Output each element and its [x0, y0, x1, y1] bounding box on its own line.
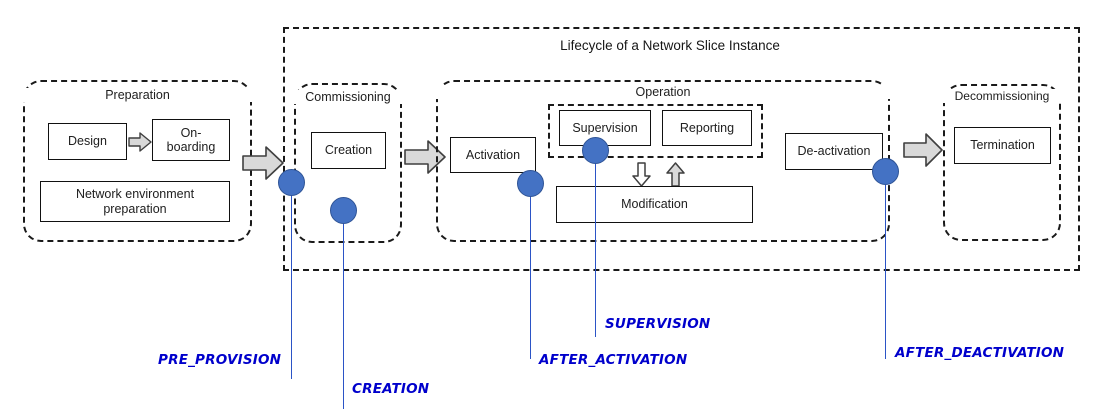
marker-dot-supervision[interactable] — [582, 137, 609, 164]
leader-line-creation — [343, 210, 345, 409]
phase-title-commissioning: Commissioning — [292, 90, 404, 104]
marker-dot-after-activation[interactable] — [517, 170, 544, 197]
arrow-right-icon-design-to-onboarding — [128, 131, 152, 153]
task-box-creation[interactable]: Creation — [311, 132, 386, 169]
leader-line-after-activation — [530, 184, 532, 359]
phase-title-operation: Operation — [436, 85, 890, 99]
hook-label-after-deactivation: AFTER_DEACTIVATION — [895, 345, 1065, 361]
subgroup-supervision-reporting — [548, 104, 763, 158]
lifecycle-frame — [283, 27, 1080, 271]
arrow-up-icon-modification-to-operation — [666, 162, 685, 187]
marker-dot-after-deactivation[interactable] — [872, 158, 899, 185]
phase-box-decommissioning — [943, 84, 1061, 241]
leader-line-after-deactivation — [885, 172, 887, 359]
task-box-design[interactable]: Design — [48, 123, 127, 160]
task-box-termination[interactable]: Termination — [954, 127, 1051, 164]
phase-box-commissioning — [294, 83, 402, 243]
hook-label-pre-provision: PRE_PROVISION — [158, 352, 282, 368]
arrow-right-icon-preparation-to-commissioning — [242, 144, 284, 182]
hook-label-after-activation: AFTER_ACTIVATION — [539, 352, 688, 368]
task-box-network-environment-preparation[interactable]: Network environment preparation — [40, 181, 230, 222]
task-box-activation[interactable]: Activation — [450, 137, 536, 173]
task-box-de-activation[interactable]: De-activation — [785, 133, 883, 170]
arrow-down-icon-operation-to-modification — [632, 162, 651, 187]
task-box-reporting[interactable]: Reporting — [662, 110, 752, 146]
phase-title-decommissioning: Decommissioning — [938, 89, 1066, 103]
task-box-modification[interactable]: Modification — [556, 186, 753, 223]
leader-line-supervision — [595, 150, 597, 337]
marker-dot-pre-provision[interactable] — [278, 169, 305, 196]
hook-label-supervision: SUPERVISION — [605, 316, 711, 332]
phase-title-preparation: Preparation — [23, 88, 252, 102]
arrow-right-icon-operation-to-decommissioning — [903, 131, 943, 169]
marker-dot-creation[interactable] — [330, 197, 357, 224]
leader-line-pre-provision — [291, 182, 293, 379]
hook-label-creation: CREATION — [352, 381, 430, 397]
task-box-onboarding[interactable]: On- boarding — [152, 119, 230, 161]
page-title: Lifecycle of a Network Slice Instance — [560, 38, 780, 53]
